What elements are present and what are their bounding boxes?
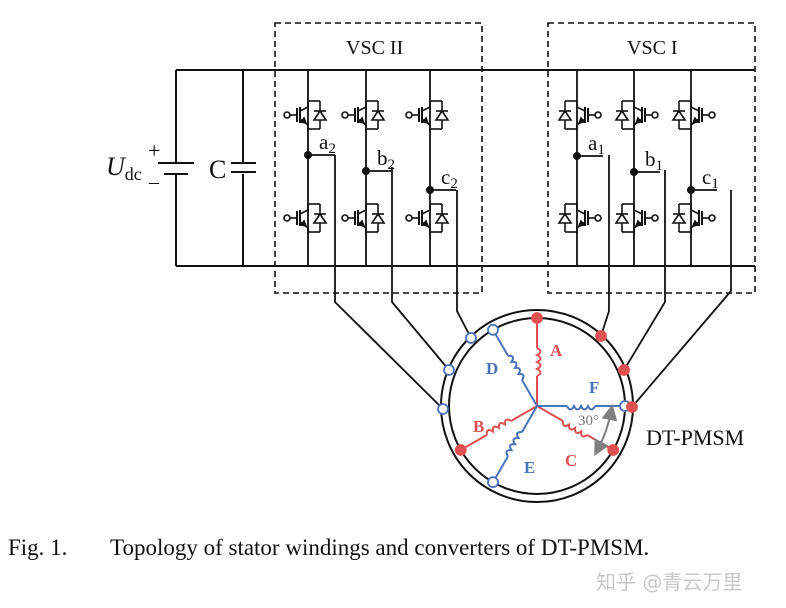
terminal-outer-a1 [595,330,607,342]
vsc2-upper-switch-c [405,100,450,131]
vsc1-boundary [547,22,756,294]
caption-text: Topology of stator windings and converte… [110,535,650,560]
vsc1-upper-switch-b [614,100,659,131]
vsc1-leg-a: a1 [557,70,605,266]
phase-wires [334,155,732,410]
winding-D [492,329,538,407]
vsc2-node-label-c: c2 [441,165,458,192]
source-label: Udc [106,152,142,184]
vsc2-leg-a: a2 [283,70,336,266]
angle-label: 30° [578,413,599,429]
winding-label-E: E [524,458,535,477]
vsc1-lower-switch-b [614,203,659,234]
windings: A B C D E F [460,318,625,483]
vsc1-lower-switch-c [671,203,716,234]
terminal-outer-a2 [437,403,449,415]
terminal-inner-B [454,444,467,456]
vsc1-upper-switch-c [671,100,716,131]
dt-pmsm-motor: A B C D E F 30° [437,309,638,503]
dc-link-capacitor [231,162,256,173]
figure-caption: Fig. 1. Topology of stator windings and c… [8,535,649,561]
wire-b2 [391,167,450,371]
dc-bus [175,69,755,267]
wire-a1 [600,155,610,337]
vsc2-node-label-a: a2 [319,130,336,157]
watermark: 知乎 @青云万里 [596,570,743,594]
vsc2-upper-switch-b [341,100,386,131]
terminal-outer-b1 [618,364,630,376]
wire-c2 [456,190,472,339]
winding-F [537,403,625,411]
terminal-outer-b2 [443,364,455,376]
vsc2-leg-b: b2 [341,70,395,266]
wire-c1 [631,190,732,408]
terminal-outer-c1 [626,401,638,413]
terminals [437,312,638,489]
vsc1-legs: a1 b1 c1 [557,70,719,266]
figure-number: Fig. 1. [8,535,68,560]
vsc2-lower-switch-a [283,203,328,234]
winding-label-C: C [565,451,577,470]
terminal-inner-D [487,323,499,336]
winding-label-B: B [473,417,484,436]
vsc2-boundary [274,22,483,294]
vsc1-node-label-c: c1 [702,165,719,192]
vsc2-upper-switch-a [283,100,328,131]
terminal-inner-E [487,476,499,489]
winding-label-F: F [589,378,599,397]
winding-A [534,318,542,406]
wire-b1 [623,170,666,371]
dc-source-symbol [158,162,194,175]
terminal-inner-C [607,444,620,456]
vsc1-label: VSC I [627,37,678,59]
terminal-outer-c2 [465,332,477,344]
angle-arrow [594,404,618,457]
vsc1-leg-c: c1 [671,70,719,266]
vsc1-leg-b: b1 [614,70,663,266]
vsc2-lower-switch-b [341,203,386,234]
motor-label: DT-PMSM [646,425,744,450]
vsc2-label: VSC II [346,37,403,59]
vsc2-leg-c: c2 [405,70,458,266]
vsc2-lower-switch-c [405,203,450,234]
vsc1-upper-switch-a [557,100,602,131]
winding-label-A: A [550,341,563,360]
vsc1-node-label-b: b1 [645,147,663,174]
winding-label-D: D [486,359,498,378]
vsc1-lower-switch-a [557,203,602,234]
capacitor-label: C [209,155,226,184]
plus-sign: + [148,138,160,163]
terminal-inner-A [531,312,543,324]
vsc1-node-label-a: a1 [588,131,605,158]
minus-sign: – [148,171,160,193]
wire-a2 [334,155,444,410]
